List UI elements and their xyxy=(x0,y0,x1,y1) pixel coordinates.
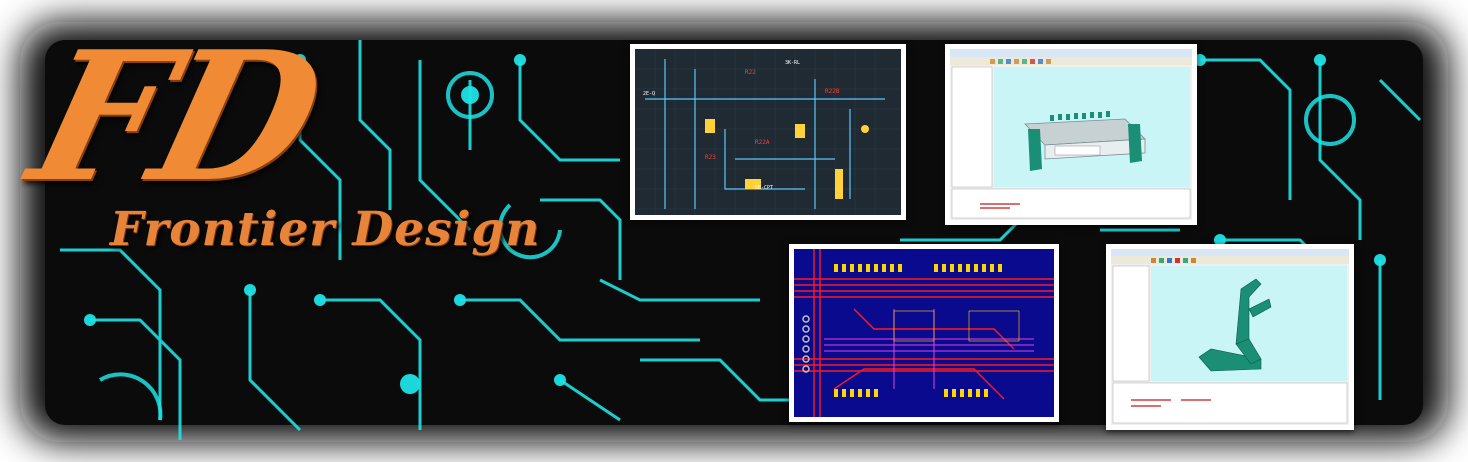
company-name: Frontier Design xyxy=(110,202,541,257)
svg-text:R22B: R22B xyxy=(825,88,840,95)
svg-text:R22: R22 xyxy=(745,69,756,76)
svg-text:2E-Q: 2E-Q xyxy=(643,91,655,97)
pcb-screenshot xyxy=(789,244,1059,422)
electrical-schematic-image: R22 R23 R22A R22B 3K-RL 2E-Q 5E-CPT xyxy=(635,49,901,215)
svg-text:3K-RL: 3K-RL xyxy=(785,60,800,66)
svg-text:R22A: R22A xyxy=(755,139,770,146)
svg-text:R23: R23 xyxy=(705,154,716,161)
3d-cad-window-image xyxy=(950,49,1192,220)
cad-screenshot-top xyxy=(945,44,1197,225)
pcb-layout-image xyxy=(794,249,1054,417)
3d-cad-window-image xyxy=(1111,249,1349,425)
schematic-screenshot: R22 R23 R22A R22B 3K-RL 2E-Q 5E-CPT xyxy=(630,44,906,220)
cad-screenshot-bottom xyxy=(1106,244,1354,430)
logo-initials: FD xyxy=(14,12,335,221)
svg-text:5E-CPT: 5E-CPT xyxy=(755,185,773,191)
